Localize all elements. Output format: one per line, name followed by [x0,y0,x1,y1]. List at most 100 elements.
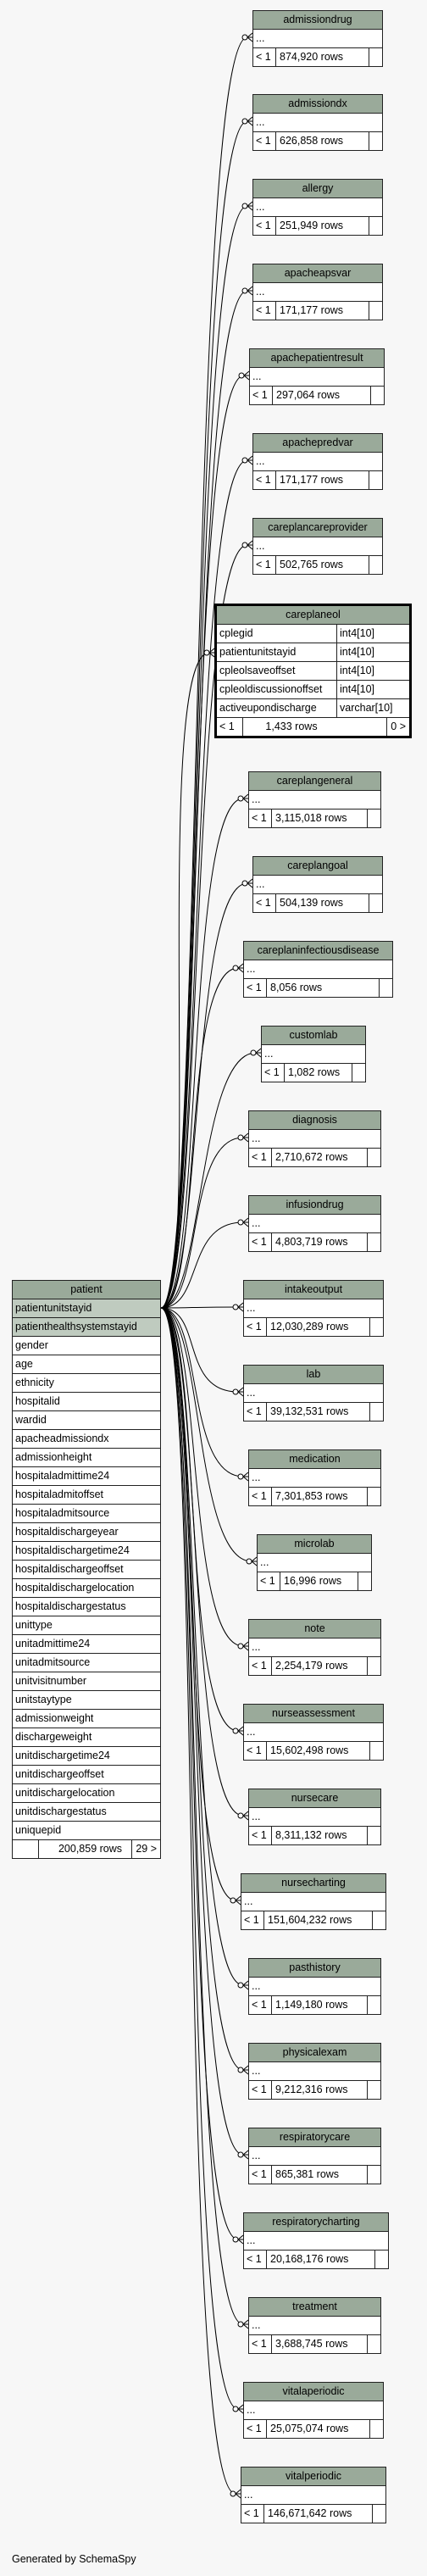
parent-link[interactable]: < 1 [219,721,235,732]
column-row[interactable]: admissionweight [13,1710,160,1728]
parent-link[interactable]: < 1 [247,1744,262,1756]
column-row[interactable]: hospitaldischargelocation [13,1579,160,1598]
collapsed-columns[interactable]: ... [244,1723,383,1742]
collapsed-columns[interactable]: ... [244,2401,383,2420]
parent-link[interactable]: < 1 [252,1660,267,1672]
collapsed-columns[interactable]: ... [262,1045,365,1064]
collapsed-columns[interactable]: ... [249,1215,380,1233]
column-row[interactable]: unittype [13,1616,160,1635]
column-row[interactable]: unitdischargeoffset [13,1766,160,1784]
column-row[interactable]: age [13,1355,160,1374]
parent-link[interactable]: < 1 [264,1066,280,1078]
column-row[interactable]: hospitaladmitoffset [13,1486,160,1505]
collapsed-columns[interactable]: ... [253,198,382,217]
column-row[interactable]: hospitaldischargestatus [13,1598,160,1616]
column-row[interactable]: gender [13,1337,160,1355]
collapsed-columns[interactable]: ... [249,2317,380,2335]
column-row[interactable]: unitdischargestatus [13,1803,160,1822]
parent-link[interactable]: < 1 [256,559,271,570]
collapsed-columns[interactable]: ... [244,1299,383,1318]
column-row[interactable]: unitdischargelocation [13,1784,160,1803]
collapsed-columns[interactable]: ... [249,1639,380,1657]
collapsed-columns[interactable]: ... [249,1469,380,1488]
collapsed-columns[interactable]: ... [249,1130,380,1149]
parent-link[interactable]: < 1 [252,1151,267,1163]
column-row[interactable]: unitstaytype [13,1691,160,1710]
collapsed-columns[interactable]: ... [249,2062,380,2081]
collapsed-columns[interactable]: ... [244,2232,388,2251]
children-link[interactable]: 29 > [131,1840,160,1858]
column-row[interactable]: unitdischargetime24 [13,1747,160,1766]
collapsed-columns[interactable]: ... [253,876,382,894]
parent-link[interactable]: < 1 [252,1236,267,1248]
column-row[interactable]: hospitaldischargeyear [13,1523,160,1542]
column-row[interactable]: dischargeweight [13,1728,160,1747]
parent-link[interactable]: < 1 [247,982,262,993]
collapsed-columns[interactable]: ... [241,2486,385,2505]
parent-link[interactable]: < 1 [247,1321,262,1333]
parent-link[interactable]: < 1 [252,812,267,824]
column-row[interactable]: unitadmittime24 [13,1635,160,1654]
collapsed-columns[interactable]: ... [249,791,380,810]
parent-link[interactable]: < 1 [247,2423,262,2434]
collapsed-columns[interactable]: ... [253,114,382,132]
collapsed-columns[interactable]: ... [250,368,384,387]
parent-link[interactable]: < 1 [252,1490,267,1502]
parent-link[interactable]: < 1 [252,389,268,401]
column-row[interactable]: ethnicity [13,1374,160,1393]
collapsed-columns[interactable]: ... [244,960,392,979]
column-row[interactable]: hospitalid [13,1393,160,1411]
parent-link[interactable]: < 1 [256,220,271,231]
column-row[interactable]: unitvisitnumber [13,1672,160,1691]
collapsed-columns[interactable]: ... [249,1978,380,1996]
column-row[interactable]: unitadmitsource [13,1654,160,1672]
collapsed-columns[interactable]: ... [253,537,382,556]
column-row[interactable]: hospitaladmitsource [13,1505,160,1523]
parent-link[interactable]: < 1 [252,2084,267,2095]
parent-link[interactable]: < 1 [260,1575,275,1587]
parent-link[interactable]: < 1 [256,897,271,909]
parent-link[interactable]: < 1 [244,1914,259,1926]
collapsed-columns[interactable]: ... [253,30,382,48]
parent-link[interactable]: < 1 [252,2168,267,2180]
collapsed-columns[interactable]: ... [253,453,382,471]
column-row[interactable]: hospitaldischargetime24 [13,1542,160,1561]
column-row[interactable]: hospitaldischargeoffset [13,1561,160,1579]
parent-link[interactable]: < 1 [256,474,271,486]
collapsed-columns[interactable]: ... [253,283,382,302]
parent-link[interactable]: < 1 [252,2338,267,2350]
parent-link[interactable]: < 1 [252,1999,267,2011]
column-row[interactable]: wardid [13,1411,160,1430]
parent-link[interactable]: < 1 [244,2507,259,2519]
